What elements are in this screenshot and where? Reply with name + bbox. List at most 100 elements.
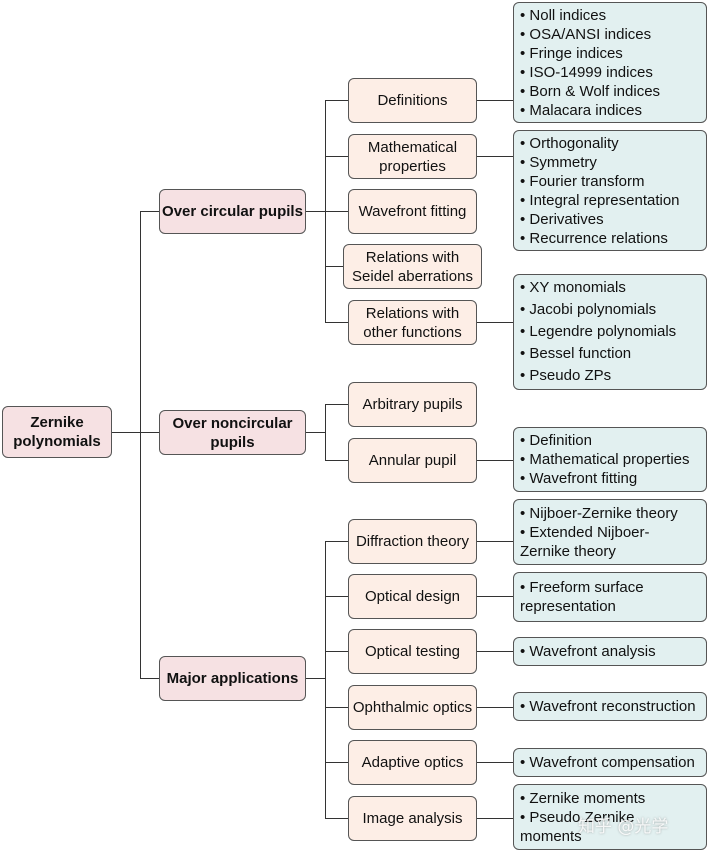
leaf-item: • XY monomials: [520, 279, 626, 296]
connector-line: [112, 432, 140, 433]
watermark: 知乎 @光学: [578, 817, 669, 837]
topic-node: Ophthalmic optics: [348, 685, 477, 730]
connector-line: [477, 707, 513, 708]
leaf-list: • Orthogonality • Symmetry • Fourier tra…: [513, 130, 707, 251]
leaf-item: • Recurrence relations: [520, 229, 668, 247]
branch-label: Over circular pupils: [162, 203, 303, 220]
connector-line: [140, 211, 141, 678]
leaf-list: • XY monomials • Jacobi polynomials • Le…: [513, 274, 707, 390]
connector-line: [325, 596, 348, 597]
leaf-list: • Noll indices • OSA/ANSI indices • Frin…: [513, 2, 707, 123]
connector-line: [477, 156, 513, 157]
leaf-item: • Pseudo ZPs: [520, 367, 612, 384]
topic-node: Wavefront fitting: [348, 189, 477, 234]
connector-line: [306, 432, 325, 433]
connector-line: [306, 678, 325, 679]
connector-line: [325, 211, 348, 212]
connector-line: [325, 404, 326, 460]
connector-line: [325, 322, 348, 323]
connector-line: [477, 762, 513, 763]
topic-node: Arbitrary pupils: [348, 382, 477, 427]
leaf-item: • OSA/ANSI indices: [520, 25, 652, 43]
branch-label: Over noncircular pupils: [172, 414, 293, 451]
leaf-item: • ISO-14999 indices: [520, 63, 653, 81]
topic-node: Adaptive optics: [348, 740, 477, 785]
leaf-item: • Orthogonality: [520, 134, 619, 152]
topic-node: Relations with Seidel aberrations: [343, 244, 482, 289]
leaf-list: • Freeform surface representation: [513, 572, 707, 622]
topic-label: Image analysis: [362, 810, 463, 827]
topic-node: Annular pupil: [348, 438, 477, 483]
topic-node: Relations with other functions: [348, 300, 477, 345]
leaf-item: • Born & Wolf indices: [520, 82, 661, 100]
leaf-list: • Zernike moments • Pseudo Zernike momen…: [513, 784, 707, 850]
leaf-item: • Wavefront reconstruction: [520, 698, 696, 715]
topic-label: Adaptive optics: [361, 754, 464, 771]
connector-line: [325, 541, 326, 818]
topic-label: Annular pupil: [368, 452, 457, 469]
leaf-item: • Nijboer-Zernike theory: [520, 504, 678, 522]
leaf-item: • Integral representation: [520, 191, 680, 209]
leaf-item: • Noll indices: [520, 6, 607, 24]
connector-line: [325, 651, 348, 652]
leaf-item: • Mathematical properties: [520, 451, 690, 468]
topic-node: Optical testing: [348, 629, 477, 674]
connector-line: [477, 818, 513, 819]
leaf-item: • Symmetry: [520, 153, 597, 171]
connector-line: [325, 266, 343, 267]
connector-line: [477, 651, 513, 652]
topic-node: Mathematical properties: [348, 134, 477, 179]
leaf-item: • Extended Nijboer-Zernike theory: [520, 523, 650, 560]
leaf-list: • Wavefront analysis: [513, 637, 707, 666]
topic-label: Diffraction theory: [355, 533, 470, 550]
topic-label: Arbitrary pupils: [362, 396, 463, 413]
leaf-item: • Derivatives: [520, 210, 604, 228]
leaf-item: • Fringe indices: [520, 44, 623, 62]
connector-line: [325, 818, 348, 819]
connector-line: [477, 460, 513, 461]
leaf-item: • Freeform surface representation: [520, 579, 644, 615]
leaf-item: • Legendre polynomials: [520, 323, 677, 340]
branch-node-applications: Major applications: [159, 656, 306, 701]
connector-line: [477, 596, 513, 597]
connector-line: [477, 541, 513, 542]
leaf-item: • Jacobi polynomials: [520, 301, 657, 318]
connector-line: [325, 460, 348, 461]
topic-label: Relations with other functions: [363, 304, 462, 341]
topic-label: Wavefront fitting: [358, 203, 467, 220]
connector-line: [140, 432, 159, 433]
leaf-list: • Wavefront compensation: [513, 748, 707, 777]
leaf-item: • Definition: [520, 432, 592, 449]
leaf-item: • Bessel function: [520, 345, 632, 362]
leaf-item: • Pseudo Zernike moments: [520, 808, 635, 845]
connector-line: [140, 678, 159, 679]
topic-node: Optical design: [348, 574, 477, 619]
connector-line: [306, 211, 325, 212]
leaf-item: • Fourier transform: [520, 172, 645, 190]
connector-line: [325, 707, 348, 708]
topic-label: Mathematical properties: [367, 138, 458, 175]
branch-node-noncircular: Over noncircular pupils: [159, 410, 306, 455]
topic-label: Ophthalmic optics: [352, 699, 473, 716]
leaf-list: • Definition • Mathematical properties •…: [513, 427, 707, 492]
leaf-list: • Wavefront reconstruction: [513, 692, 707, 721]
topic-label: Definitions: [377, 92, 448, 109]
leaf-item: • Wavefront analysis: [520, 643, 656, 660]
branch-label: Major applications: [166, 670, 299, 687]
leaf-item: • Zernike moments: [520, 789, 646, 807]
connector-line: [325, 404, 348, 405]
connector-line: [325, 100, 348, 101]
topic-node: Diffraction theory: [348, 519, 477, 564]
leaf-item: • Wavefront fitting: [520, 470, 638, 487]
connector-line: [477, 100, 513, 101]
topic-node: Definitions: [348, 78, 477, 123]
root-label: Zernike polynomials: [13, 414, 101, 450]
connector-line: [325, 541, 348, 542]
leaf-item: • Wavefront compensation: [520, 754, 695, 771]
connector-line: [477, 322, 513, 323]
leaf-item: • Malacara indices: [520, 101, 642, 119]
topic-label: Relations with Seidel aberrations: [352, 248, 473, 285]
branch-node-circular: Over circular pupils: [159, 189, 306, 234]
connector-line: [325, 762, 348, 763]
topic-label: Optical testing: [364, 643, 461, 660]
